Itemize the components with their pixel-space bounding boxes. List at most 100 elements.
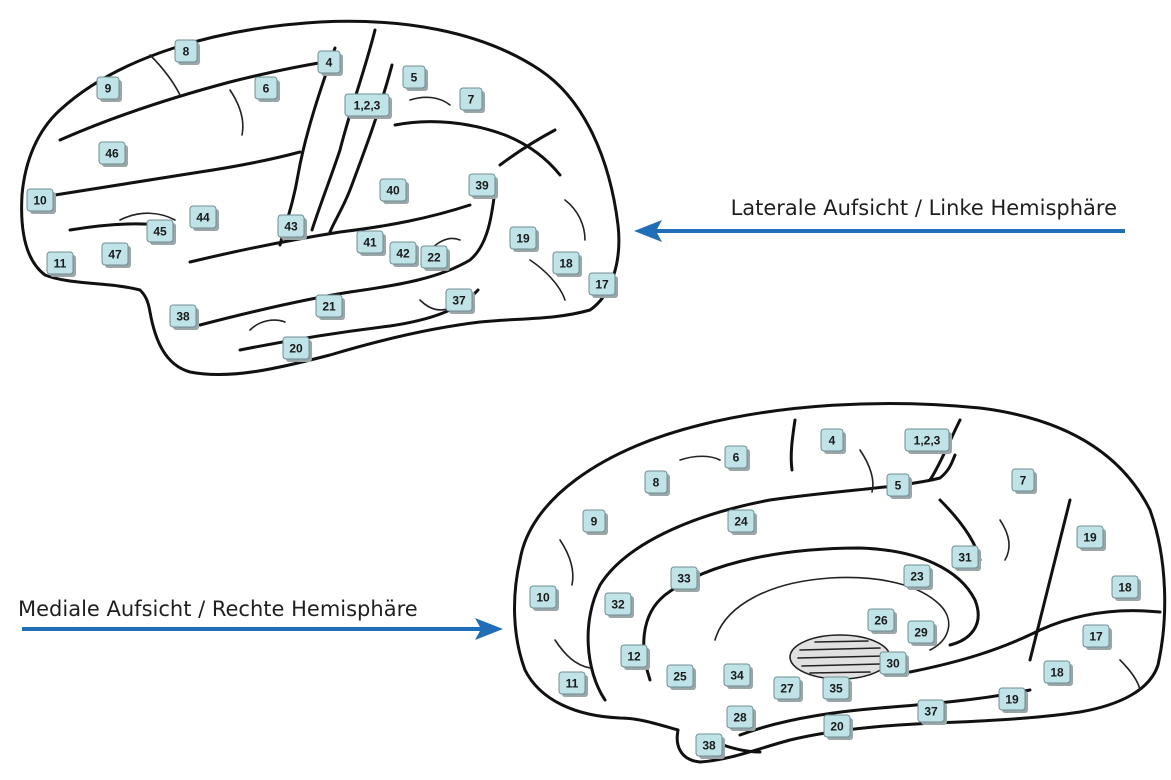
medial-area-label-text: 34 [730,669,744,683]
medial-area-label-text: 30 [886,657,900,671]
medial-area-label: 18 [1112,576,1141,601]
medial-area-label: 24 [728,510,757,535]
lateral-area-label-text: 6 [263,82,270,96]
medial-area-label-text: 12 [627,650,641,664]
medial-area-label-text: 23 [910,570,924,584]
medial-area-label-text: 28 [733,711,747,725]
medial-area-label-text: 6 [733,451,740,465]
lateral-area-label: 42 [390,242,419,267]
lateral-area-label: 10 [27,189,56,214]
medial-area-label: 10 [530,586,559,611]
medial-area-label-text: 9 [591,515,598,529]
lateral-area-label-text: 44 [196,211,210,225]
medial-area-label: 9 [583,510,608,535]
lateral-area-label: 17 [589,273,618,298]
lateral-area-label: 22 [421,246,450,271]
medial-area-label-text: 1,2,3 [914,434,941,448]
medial-area-label: 33 [671,567,700,592]
lateral-area-label: 46 [99,142,128,167]
lateral-area-label: 39 [469,174,498,199]
medial-area-label-text: 35 [829,682,843,696]
lateral-area-label: 8 [175,40,200,65]
lateral-area-label: 18 [553,252,582,277]
medial-area-label: 20 [824,715,853,740]
lateral-caption: Laterale Aufsicht / Linke Hemisphäre [731,196,1117,220]
lateral-area-label-text: 19 [516,232,530,246]
medial-area-label-text: 4 [829,434,836,448]
lateral-area-label: 19 [510,227,539,252]
lateral-area-label-text: 8 [183,45,190,59]
medial-area-label: 19 [1077,526,1106,551]
medial-area-label: 34 [724,664,753,689]
medial-area-label: 7 [1012,469,1037,494]
lateral-area-label-text: 42 [396,247,410,261]
lateral-caption-group: Laterale Aufsicht / Linke Hemisphäre [634,196,1125,242]
medial-area-label: 1,2,3 [905,429,952,454]
lateral-area-label-text: 11 [54,257,67,271]
lateral-area-label-text: 22 [427,251,441,265]
medial-area-label: 8 [645,471,670,496]
medial-area-label-text: 33 [677,572,691,586]
lateral-area-label-text: 21 [322,300,336,314]
medial-area-label-text: 37 [924,705,938,719]
lateral-area-label: 44 [190,206,219,231]
medial-area-label: 29 [908,621,937,646]
lateral-area-label: 43 [278,215,307,240]
lateral-area-label-text: 20 [289,342,303,356]
lateral-area-label-text: 41 [363,236,377,250]
medial-area-label: 25 [667,665,696,690]
lateral-area-label-text: 4 [326,56,333,70]
medial-area-label-text: 10 [536,591,550,605]
lateral-area-label: 41 [357,231,386,256]
medial-area-label: 18 [1044,661,1073,686]
lateral-area-label-text: 1,2,3 [354,99,381,113]
medial-area-label: 11 [559,672,588,697]
medial-area-label: 28 [727,706,756,731]
medial-area-label-text: 29 [914,626,928,640]
lateral-area-label-text: 43 [284,220,298,234]
medial-brain-outline [515,403,1165,762]
medial-caption: Mediale Aufsicht / Rechte Hemisphäre [18,597,418,621]
lateral-area-label: 9 [97,77,122,102]
lateral-area-label-text: 47 [108,248,122,262]
lateral-area-label: 11 [47,252,76,277]
medial-area-label: 38 [696,734,725,759]
medial-area-label-text: 7 [1020,474,1027,488]
lateral-area-label: 40 [380,179,409,204]
medial-area-label-text: 38 [702,739,716,753]
medial-area-label: 17 [1083,625,1112,650]
lateral-area-label-text: 37 [452,294,466,308]
medial-area-label-text: 19 [1005,693,1019,707]
medial-area-label-text: 18 [1118,581,1132,595]
medial-caption-group: Mediale Aufsicht / Rechte Hemisphäre [18,597,503,640]
lateral-area-label: 20 [283,337,312,362]
lateral-area-label: 1,2,3 [345,94,392,119]
medial-area-label-text: 25 [673,670,687,684]
medial-area-label-text: 26 [874,614,888,628]
medial-area-label-text: 5 [895,479,902,493]
medial-area-label: 27 [774,677,803,702]
lateral-brain-outline [22,21,619,374]
medial-area-label: 35 [823,677,852,702]
medial-area-label: 12 [621,645,650,670]
medial-area-label-text: 20 [830,720,844,734]
medial-area-label-text: 27 [780,682,794,696]
medial-area-label-text: 17 [1089,630,1103,644]
lateral-area-label: 5 [403,66,428,91]
lateral-area-label: 6 [255,77,280,102]
lateral-area-label-text: 10 [33,194,47,208]
medial-brain [515,403,1165,762]
medial-area-label: 31 [952,546,981,571]
lateral-area-label-text: 18 [559,257,573,271]
lateral-area-label: 37 [446,289,475,314]
lateral-area-label-text: 46 [105,147,119,161]
lateral-area-label-text: 17 [595,278,609,292]
lateral-area-label: 4 [318,51,343,76]
medial-area-label-text: 18 [1050,666,1064,680]
medial-area-label-text: 31 [958,551,972,565]
medial-area-label: 32 [605,593,634,618]
lateral-area-label-text: 38 [176,310,190,324]
lateral-area-label: 38 [170,305,199,330]
lateral-area-label-text: 45 [153,225,167,239]
medial-area-label-text: 19 [1083,531,1097,545]
